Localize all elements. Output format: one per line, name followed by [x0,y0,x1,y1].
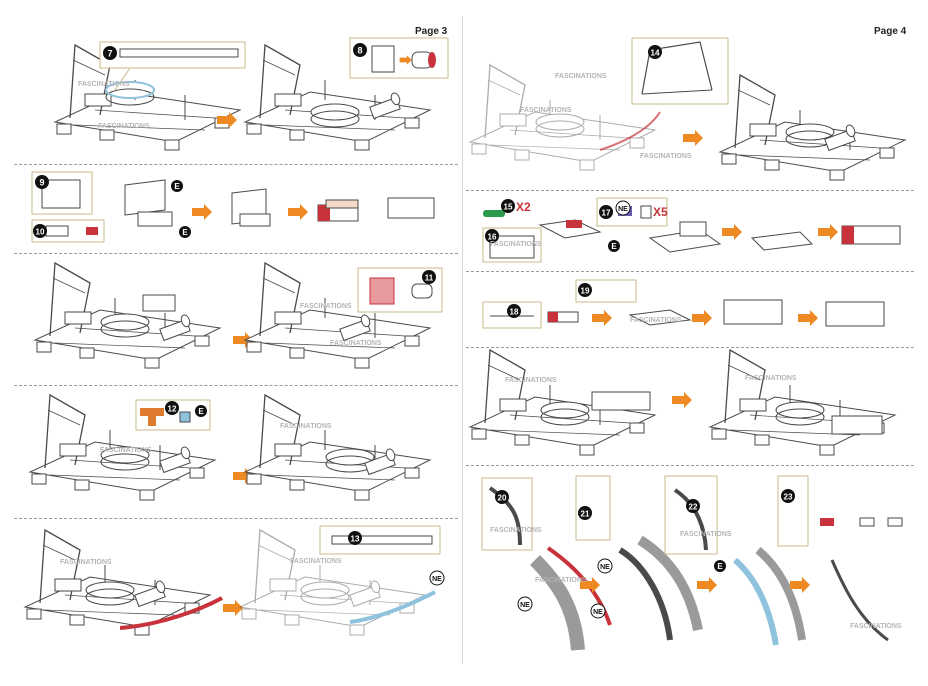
watermark: FASCINATIONS [535,577,587,584]
step-7-number: 7 [107,49,112,59]
step-15-badge: 15 [501,199,515,213]
ne-badge: NE [517,596,533,612]
step-16-number: 16 [488,233,497,242]
step-20-badge: 20 [495,490,509,504]
e-badge: E [608,240,620,252]
step-17-badge: 17 [599,205,613,219]
e-badge-label: E [717,562,723,571]
ne-badge-label: NE [520,602,530,609]
row-separator [466,465,914,466]
step-23-number: 23 [784,493,793,502]
e-badge: E [179,226,191,238]
step-17-multiplier: X5 [653,205,668,219]
watermark: FASCINATIONS [745,375,797,382]
step-22-callout [664,475,718,555]
watermark: FASCINATIONS [555,73,607,80]
watermark: FASCINATIONS [98,123,150,130]
e-badge-label: E [198,407,204,416]
step-21-number: 21 [581,510,590,519]
watermark: FASCINATIONS [640,153,692,160]
step-11-badge: 11 [422,270,436,284]
ne-badge: NE [615,200,631,216]
row-separator [14,253,458,254]
watermark: FASCINATIONS [330,340,382,347]
row-separator [14,518,458,519]
step-17-number: 17 [602,209,611,218]
step-13-number: 13 [351,535,360,544]
page-label-3: Page 3 [415,26,448,37]
e-badge: E [171,180,183,192]
row-separator [14,385,458,386]
step-16-badge: 16 [485,229,499,243]
step-18-number: 18 [510,308,519,317]
watermark: FASCINATIONS [280,423,332,430]
ne-badge-label: NE [593,609,603,616]
step-8-badge: 8 [353,43,367,57]
e-badge-label: E [174,182,180,191]
ne-badge: NE [590,603,606,619]
step-22-badge: 22 [686,499,700,513]
ne-badge-label: NE [432,576,442,583]
e-badge-label: E [182,228,188,237]
step-12-number: 12 [168,405,177,414]
watermark: FASCINATIONS [850,623,902,630]
page-label-4: Page 4 [874,26,907,37]
watermark: FASCINATIONS [490,241,542,248]
watermark: FASCINATIONS [505,377,557,384]
watermark: FASCINATIONS [490,527,542,534]
watermark: FASCINATIONS [100,447,152,454]
row-separator [466,271,914,272]
watermark: FASCINATIONS [520,107,572,114]
e-badge-label: E [611,242,617,251]
step-12-badge: 12 [165,401,179,415]
watermark: FASCINATIONS [290,558,342,565]
step-7-badge: 7 [103,46,117,60]
e-badge: E [714,560,726,572]
step-9-badge: 9 [35,175,49,189]
step-22-number: 22 [689,503,698,512]
watermark: FASCINATIONS [680,531,732,538]
step-9-number: 9 [39,178,44,188]
watermark: FASCINATIONS [630,317,682,324]
watermark: FASCINATIONS [78,81,130,88]
ne-badge: NE [429,570,445,586]
step-19-callout [575,279,637,303]
e-badge: E [195,405,207,417]
step-15-multiplier: X2 [516,200,531,214]
step-8-number: 8 [357,46,362,56]
row-separator [466,347,914,348]
step-10-number: 10 [36,228,45,237]
page-divider [462,16,463,664]
step-20-number: 20 [498,494,507,503]
step-11-number: 11 [425,274,434,283]
step-19-badge: 19 [578,283,592,297]
step-23-badge: 23 [781,489,795,503]
step-19-number: 19 [581,287,590,296]
row-separator [466,190,914,191]
step-18-badge: 18 [507,304,521,318]
ne-badge-label: NE [600,564,610,571]
watermark: FASCINATIONS [300,303,352,310]
row-separator [14,164,458,165]
step-13-badge: 13 [348,531,362,545]
step-15-number: 15 [504,203,513,212]
step-14-number: 14 [651,49,660,58]
step-10-badge: 10 [33,224,47,238]
step-14-callout [631,37,729,105]
ne-badge-label: NE [618,206,628,213]
step-23-callout [777,475,809,547]
ne-badge: NE [597,558,613,574]
watermark: FASCINATIONS [60,559,112,566]
step-21-badge: 21 [578,506,592,520]
step-14-badge: 14 [648,45,662,59]
